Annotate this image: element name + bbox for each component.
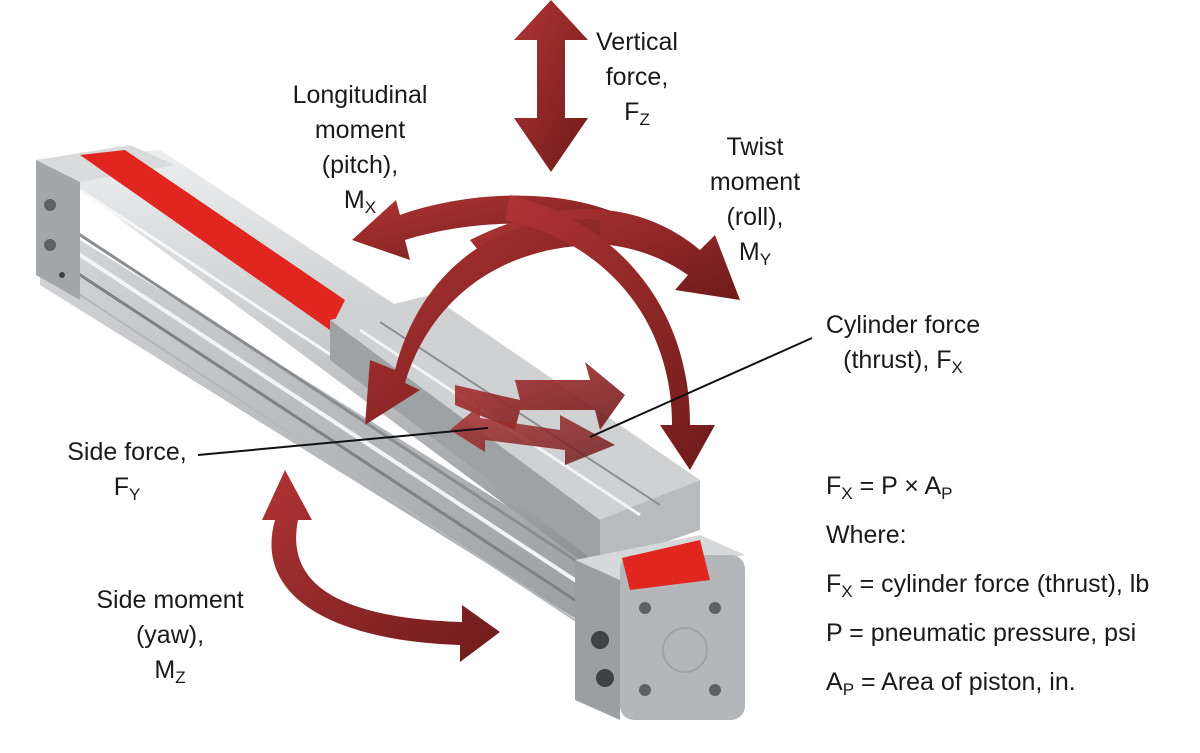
cylinder-force-arrow — [455, 362, 625, 430]
definition-fx: FX = cylinder force (thrust), lb — [826, 570, 1150, 601]
longitudinal-moment-label: Longitudinal moment (pitch), MX — [292, 81, 428, 217]
cylinder-force-leader — [589, 337, 813, 438]
side-force-label: Side force, FY — [67, 438, 187, 504]
definition-p: P = pneumatic pressure, psi — [826, 619, 1137, 647]
formula-block: FX = P × AP Where: FX = cylinder force (… — [826, 462, 1149, 707]
end-face — [620, 555, 745, 720]
red-stripe — [80, 150, 345, 330]
vertical-force-arrow — [514, 0, 588, 172]
side-moment-arrow — [262, 470, 500, 662]
side-force-arrow — [450, 405, 615, 465]
side-force-leader — [197, 427, 489, 456]
definition-ap: AP = Area of piston, in. — [826, 668, 1076, 699]
where-label: Where: — [826, 521, 907, 549]
cylinder-force-label: Cylinder force (thrust), FX — [825, 311, 981, 377]
roll-arc-arrow — [505, 195, 715, 470]
side-moment-label: Side moment (yaw), MZ — [96, 586, 244, 687]
twist-moment-label: Twist moment (roll), MY — [709, 133, 801, 269]
right-end-cap — [575, 535, 745, 720]
thrust-equation: FX = P × AP — [826, 472, 953, 503]
vertical-force-label: Vertical force, FZ — [596, 28, 678, 129]
arrows — [262, 0, 740, 662]
